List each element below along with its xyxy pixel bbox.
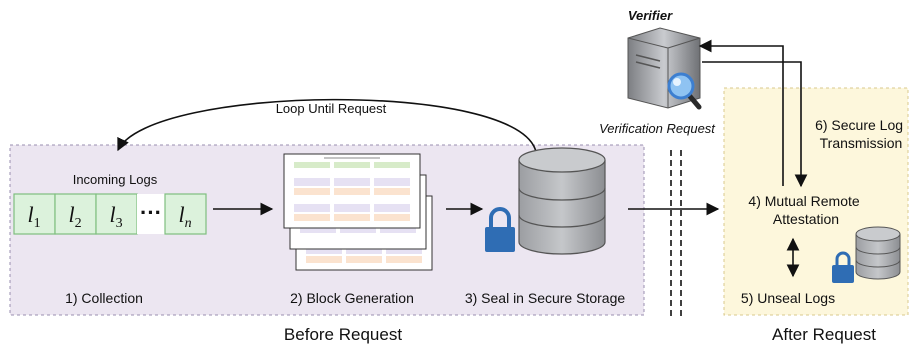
arrow-transmission-to-verifier	[698, 39, 784, 186]
log-l2: l2	[68, 202, 81, 231]
log-ln: ln	[178, 202, 191, 231]
magnifier-icon	[667, 72, 702, 110]
step6-label: 6) Secure Log Transmission	[815, 117, 907, 151]
block-page	[283, 153, 421, 229]
log-cell	[164, 193, 207, 235]
step-seal-label: 3) Seal in Secure Storage	[465, 290, 626, 306]
log-cell	[54, 193, 97, 235]
small-database-icon	[855, 226, 901, 280]
log-cells: l1 l2 l3 ··· ln	[13, 193, 207, 235]
loop-arrow	[117, 98, 537, 153]
loop-label: Loop Until Request	[276, 101, 387, 116]
step-block-generation-label: 2) Block Generation	[290, 290, 414, 306]
step4-label: 4) Mutual Remote Attestation	[748, 193, 863, 227]
lock-icon	[485, 207, 515, 252]
verification-request-label: Verification Request	[599, 121, 716, 136]
database-icon	[518, 147, 606, 255]
before-request-label: Before Request	[284, 325, 402, 344]
log-cell-gap	[137, 194, 165, 234]
step5-label: 5) Unseal Logs	[741, 290, 835, 306]
log-l1: l1	[27, 202, 40, 231]
block-documents	[283, 153, 433, 271]
small-lock-icon	[832, 251, 854, 283]
step-collection-label: 1) Collection	[65, 290, 143, 306]
incoming-logs-label: Incoming Logs	[73, 172, 158, 187]
log-cell	[95, 193, 138, 235]
log-ellipsis: ···	[140, 200, 162, 225]
arrow-verifier-to-attestation	[702, 61, 808, 188]
log-l3: l3	[109, 202, 122, 231]
after-request-label: After Request	[772, 325, 876, 344]
verifier-title: Verifier	[628, 8, 673, 23]
